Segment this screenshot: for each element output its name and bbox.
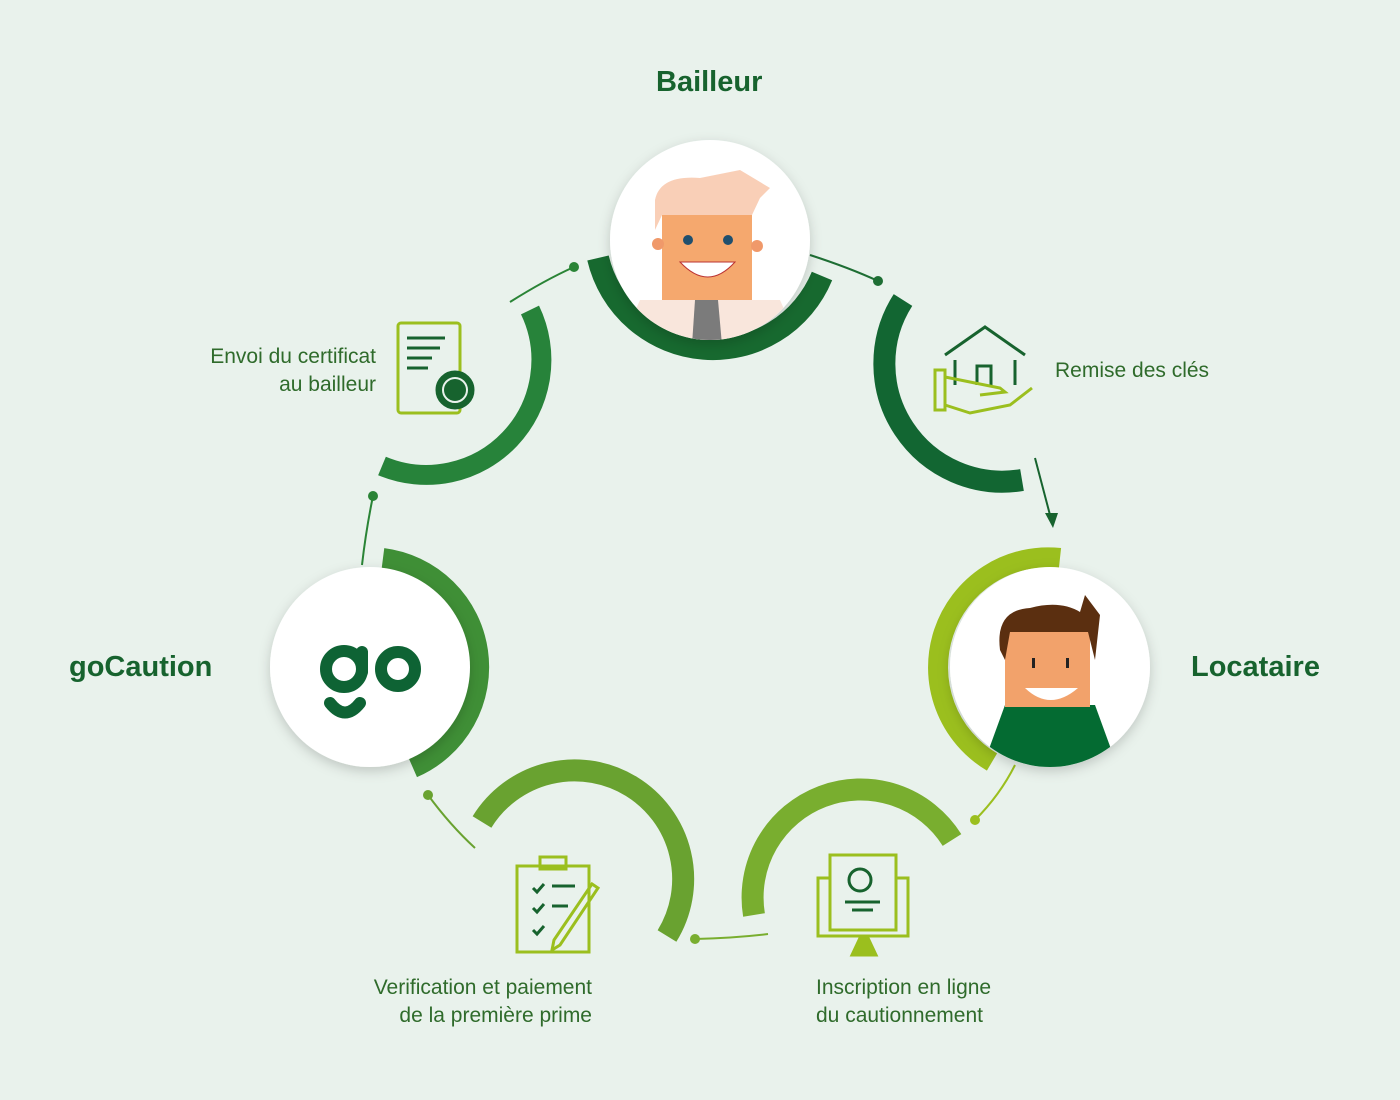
step-line: de la première prime xyxy=(399,1004,592,1027)
step-remise-label: Remise des clés xyxy=(1055,357,1209,385)
step-line: Inscription en ligne xyxy=(816,976,992,999)
gocaution-title: goCaution xyxy=(69,651,213,683)
house-in-hand-icon xyxy=(933,325,1033,415)
bailleur-title: Bailleur xyxy=(656,66,763,98)
arc-gocaution xyxy=(381,548,490,778)
monitor-profile-icon xyxy=(816,853,910,957)
connector-dots xyxy=(368,262,980,944)
step-envoi-label: Envoi du certificat au bailleur xyxy=(210,343,376,399)
arc-remise xyxy=(873,294,1024,493)
step-verification-label: Verification et paiement de la première … xyxy=(374,974,592,1030)
bailleur-avatar xyxy=(610,140,810,340)
arc-locataire xyxy=(928,547,1062,771)
gocaution-logo xyxy=(270,567,470,767)
clipboard-checklist-icon xyxy=(515,855,601,954)
arc-envoi xyxy=(378,305,552,485)
locataire-title: Locataire xyxy=(1191,651,1320,683)
arc-verification xyxy=(472,759,695,942)
step-line: Verification et paiement xyxy=(373,976,592,999)
arc-inscription xyxy=(741,778,962,917)
step-inscription-label: Inscription en ligne du cautionnement xyxy=(816,974,991,1030)
step-line: au bailleur xyxy=(279,373,376,396)
step-line: Envoi du certificat xyxy=(210,345,376,368)
arc-bailleur xyxy=(587,255,833,361)
arrow-head-icon xyxy=(1045,513,1058,528)
step-line: Remise des clés xyxy=(1055,359,1210,382)
certificate-icon xyxy=(396,321,475,415)
locataire-avatar xyxy=(950,567,1150,767)
step-line: du cautionnement xyxy=(816,1004,983,1027)
connectors xyxy=(361,254,1051,940)
